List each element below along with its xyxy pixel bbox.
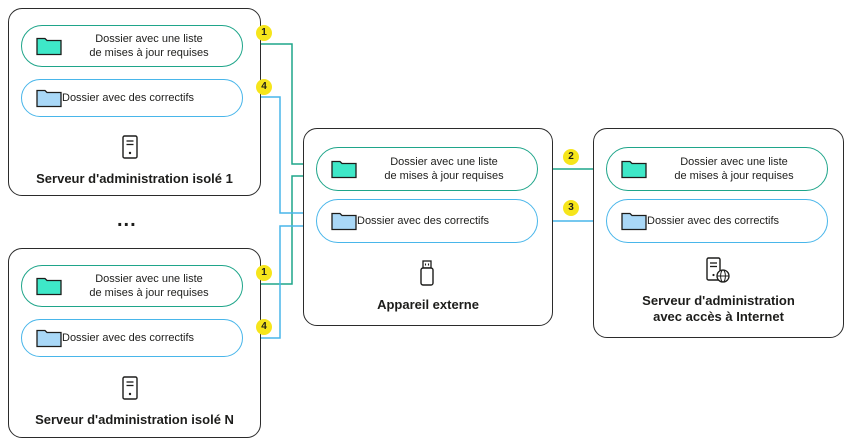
folder-label: Dossier avec des correctifs	[62, 92, 195, 104]
folder-label-line1: Dossier avec une liste	[95, 33, 203, 45]
folder-icon	[621, 160, 647, 179]
patches-folder: Dossier avec des correctifs	[606, 199, 828, 243]
external-device-title: Appareil externe	[377, 297, 479, 312]
folder-label-line1: Dossier avec une liste	[95, 273, 203, 285]
step-badge-4-top: 4	[256, 79, 272, 95]
internet-server-title-line2: avec accès à Internet	[653, 309, 784, 324]
folder-icon	[36, 37, 62, 56]
updates-list-folder: Dossier avec une liste de mises à jour r…	[606, 147, 828, 191]
folder-icon	[331, 160, 357, 179]
internet-server-box: Dossier avec une liste de mises à jour r…	[593, 128, 844, 338]
ellipsis: ...	[117, 209, 137, 231]
patches-folder: Dossier avec des correctifs	[21, 319, 243, 357]
internet-server-title-line1: Serveur d'administration	[642, 293, 795, 308]
arrow-step4-bottom	[244, 225, 318, 343]
step-badge-1-bottom: 1	[256, 265, 272, 281]
folder-label-line2: de mises à jour requises	[89, 47, 209, 59]
external-device-box: Dossier avec une liste de mises à jour r…	[303, 128, 553, 326]
patches-folder: Dossier avec des correctifs	[316, 199, 538, 243]
usb-drive-icon	[420, 260, 434, 286]
folder-label-line1: Dossier avec une liste	[390, 156, 498, 168]
step-badge-1-top: 1	[256, 25, 272, 41]
server-icon	[122, 376, 138, 400]
isolated-server-1-title: Serveur d'administration isolé 1	[36, 171, 233, 186]
isolated-server-1-box: Dossier avec une liste de mises à jour r…	[8, 8, 261, 196]
folder-label-line2: de mises à jour requises	[674, 170, 794, 182]
folder-label: Dossier avec des correctifs	[647, 215, 780, 227]
updates-list-folder: Dossier avec une liste de mises à jour r…	[21, 265, 243, 307]
isolated-server-n-box: Dossier avec une liste de mises à jour r…	[8, 248, 261, 438]
arrow-step4-top	[244, 92, 318, 214]
isolated-server-n-title: Serveur d'administration isolé N	[35, 412, 234, 427]
folder-icon	[36, 329, 62, 348]
folder-label: Dossier avec des correctifs	[357, 215, 490, 227]
updates-list-folder: Dossier avec une liste de mises à jour r…	[316, 147, 538, 191]
updates-list-folder: Dossier avec une liste de mises à jour r…	[21, 25, 243, 67]
server-icon	[122, 135, 138, 159]
folder-icon	[36, 89, 62, 108]
folder-icon	[36, 277, 62, 296]
folder-label: Dossier avec des correctifs	[62, 332, 195, 344]
arrow-step1-bottom	[242, 171, 313, 285]
patches-folder: Dossier avec des correctifs	[21, 79, 243, 117]
folder-label-line1: Dossier avec une liste	[680, 156, 788, 168]
internet-server-title: Serveur d'administration avec accès à In…	[594, 293, 843, 325]
folder-icon	[331, 212, 357, 231]
folder-label-line2: de mises à jour requises	[89, 287, 209, 299]
folder-icon	[621, 212, 647, 231]
web-server-icon	[706, 257, 730, 283]
step-badge-2: 2	[563, 149, 579, 165]
arrow-step1-top	[242, 43, 313, 169]
step-badge-4-bottom: 4	[256, 319, 272, 335]
folder-label-line2: de mises à jour requises	[384, 170, 504, 182]
step-badge-3: 3	[563, 200, 579, 216]
